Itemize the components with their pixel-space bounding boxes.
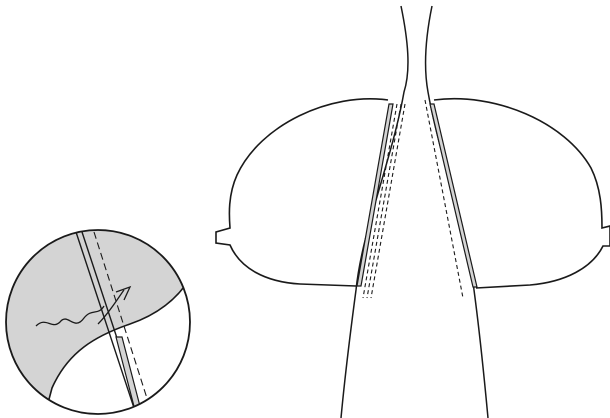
right-seam-allowance xyxy=(430,104,477,287)
right-stitch-line xyxy=(425,100,463,298)
garment-illustration xyxy=(216,6,610,418)
right-cup-outline xyxy=(434,99,610,288)
detail-magnifier xyxy=(0,225,200,418)
left-seam-allowance xyxy=(357,104,393,286)
left-stitch-line-1 xyxy=(363,104,397,298)
